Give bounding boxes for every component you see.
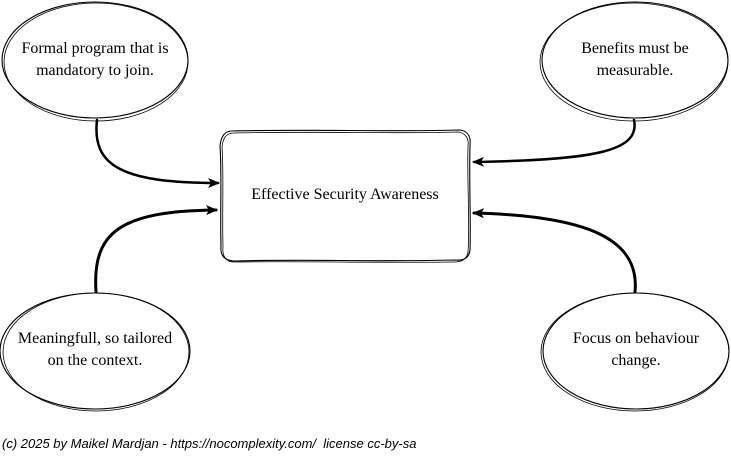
arrow-bottom-left-to-center <box>94 205 218 294</box>
node-label-bottom-left: Meaningfull, so tailored on the context. <box>2 326 188 374</box>
node-label-bottom-left-line2: on the context. <box>47 352 143 369</box>
arrow-top-left-to-center <box>95 118 220 188</box>
node-label-top-left: Formal program that is mandatory to join… <box>4 36 186 84</box>
node-label-top-left-line1: Formal program that is <box>21 40 169 57</box>
arrow-bottom-right-to-center <box>472 208 637 294</box>
node-label-top-right: Benefits must be measurable. <box>545 36 725 84</box>
center-label-text: Effective Security Awareness <box>251 186 439 203</box>
arrow-top-right-to-center <box>472 118 636 167</box>
node-label-top-left-line2: mandatory to join. <box>36 62 154 79</box>
node-label-top-right-line2: measurable. <box>596 62 674 79</box>
node-label-bottom-right-line2: change. <box>611 352 661 369</box>
node-label-bottom-left-line1: Meaningfull, so tailored <box>17 330 173 347</box>
node-label-top-right-line1: Benefits must be <box>581 40 689 57</box>
footer-license: (c) 2025 by Maikel Mardjan - https://noc… <box>2 436 417 451</box>
node-label-bottom-right: Focus on behaviour change. <box>546 326 726 374</box>
node-label-bottom-right-line1: Focus on behaviour <box>572 330 700 347</box>
center-box <box>219 129 471 263</box>
center-label: Effective Security Awareness <box>224 180 466 210</box>
